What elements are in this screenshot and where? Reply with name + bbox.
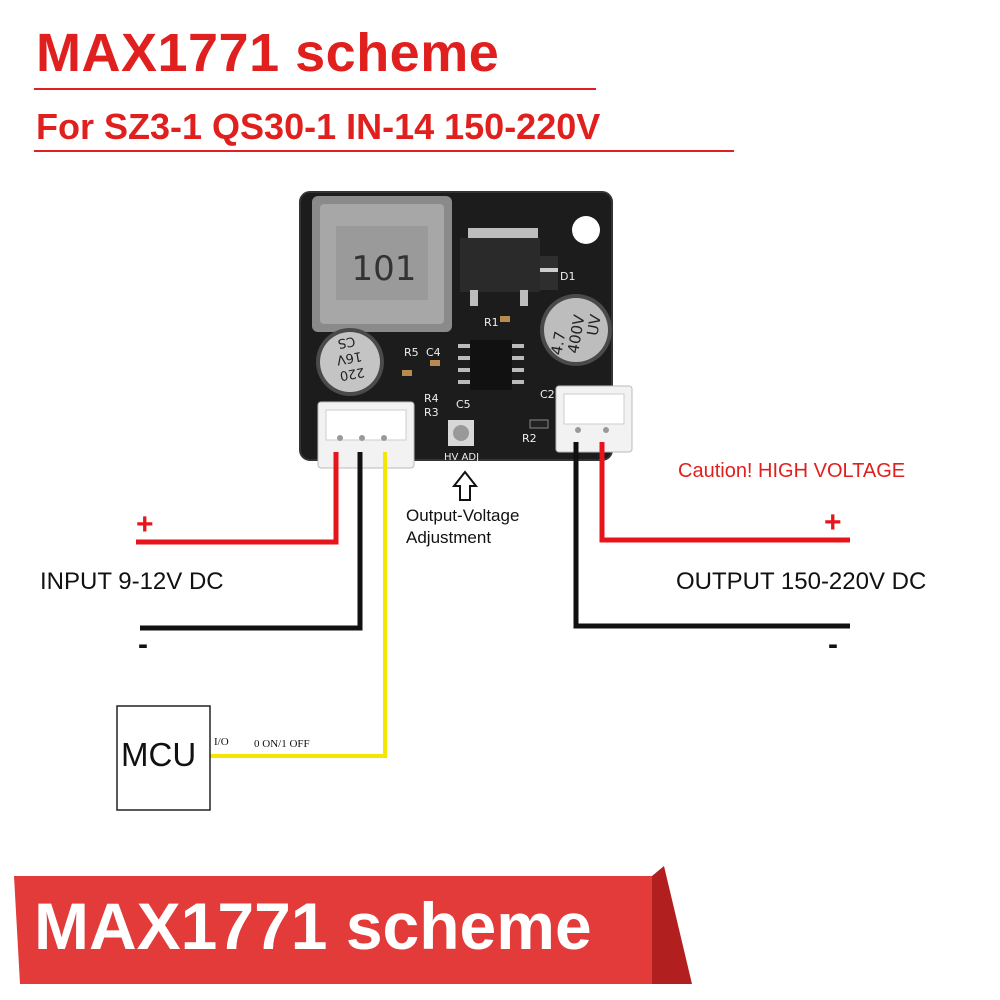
mcu-box [116,705,211,811]
silk-r2: R2 [522,432,537,445]
output-positive-wire [599,442,850,543]
cap-large-series: UV [583,312,605,337]
output-connector [555,385,633,453]
title-underline [34,88,596,90]
input-connector [317,401,415,469]
banner-title: MAX1771 scheme [34,889,592,963]
io-label: I/O [214,736,229,748]
silk-r3: R3 [424,406,439,419]
cap-large-value: 4.7 [548,330,570,357]
subtitle-underline [34,150,734,152]
input-minus-sign: - [138,628,148,661]
page-title: MAX1771 scheme [36,23,500,83]
silk-r1: R1 [484,316,499,329]
on-off-label: 0 ON/1 OFF [254,738,310,750]
output-label: OUTPUT 150-220V DC [676,568,927,595]
adjustment-label-line1: Output-Voltage [406,506,520,525]
pcb-board: 101 4.7 400V UV 2 [299,191,633,469]
inductor-marking: 101 [352,249,417,289]
silk-r5: R5 [404,346,419,359]
cap-small-voltage: 16V [335,348,363,367]
caution-label: Caution! HIGH VOLTAGE [678,460,906,482]
mcu-label: MCU [121,736,197,773]
silk-c4: C4 [426,346,441,359]
cap-small-value: 220 [338,364,365,383]
enable-signal-wire [210,452,387,758]
silk-r4: R4 [424,392,439,405]
output-minus-sign: - [828,628,838,661]
adjustment-label-line2: Adjustment [406,528,492,547]
mosfet [460,228,540,306]
output-plus-sign: + [824,506,842,539]
controller-ic [458,340,524,390]
silk-c2: C2 [540,388,555,401]
silk-c5: C5 [456,398,471,411]
cap-small-series: CS [337,333,357,351]
capacitor-large: 4.7 400V UV [540,294,612,366]
adjust-arrow-icon [451,470,479,501]
inductor: 101 [312,196,452,332]
bottom-banner [14,866,692,984]
diode [540,256,558,290]
silkscreen: D1 R1 R5 C4 R4 R3 C5 C2 R2 HV ADJ [404,270,575,463]
trim-potentiometer [448,420,474,446]
silk-d1: D1 [560,270,575,283]
output-negative-wire [573,442,850,629]
input-positive-wire [136,452,339,545]
input-label: INPUT 9-12V DC [40,568,224,595]
input-negative-wire [140,452,363,631]
page-subtitle: For SZ3-1 QS30-1 IN-14 150-220V [36,106,601,147]
capacitor-small: 220 16V CS [316,328,384,396]
mounting-hole [572,216,600,244]
input-plus-sign: + [136,508,154,541]
silk-hv-adj: HV ADJ [444,452,479,463]
